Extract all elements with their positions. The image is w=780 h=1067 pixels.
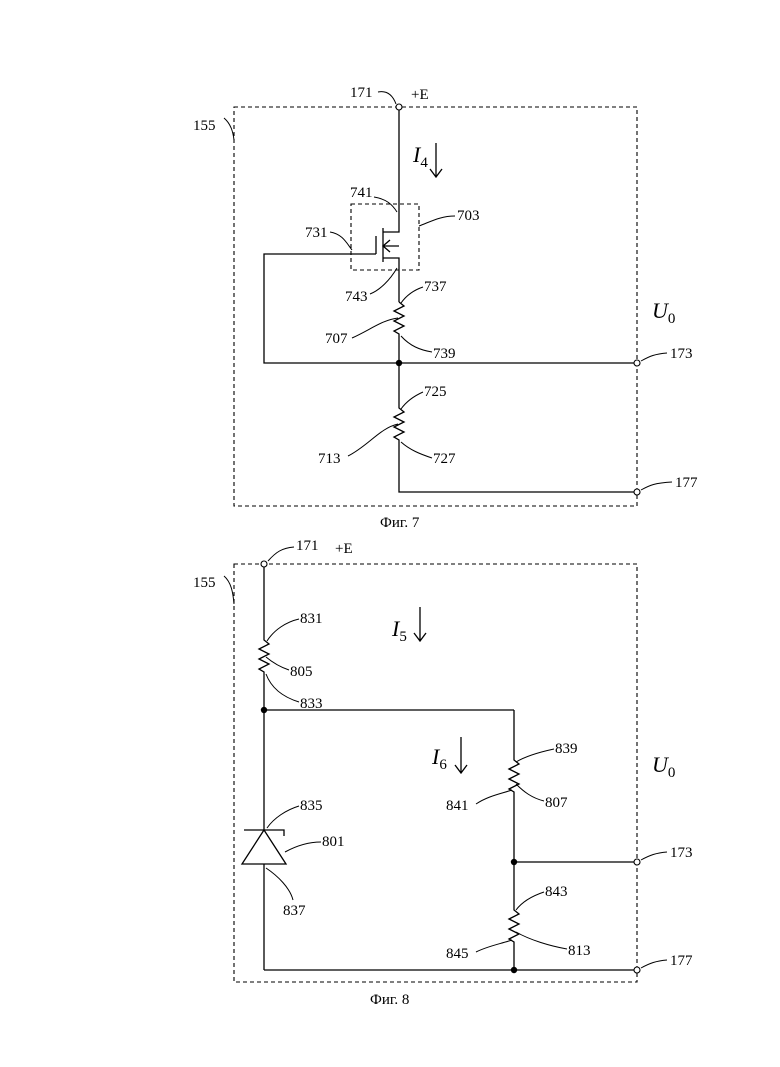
label-741: 741 — [350, 185, 373, 201]
label-835: 835 — [300, 798, 323, 814]
label-171: 171 — [350, 85, 373, 101]
label-155: 155 — [193, 118, 216, 134]
label-155: 155 — [193, 575, 216, 591]
terminal-171 — [396, 104, 402, 110]
voltage-u0-symbol: U0 — [652, 298, 675, 327]
label-173: 173 — [670, 845, 693, 861]
leader-731 — [330, 232, 352, 250]
leader-841 — [476, 790, 512, 804]
label-703: 703 — [457, 208, 480, 224]
caption-fig-7: Фиг. 7 — [380, 515, 420, 531]
leader-177 — [641, 960, 667, 968]
label-725: 725 — [424, 384, 447, 400]
leader-737 — [401, 287, 423, 303]
label-839: 839 — [555, 741, 578, 757]
leader-807 — [516, 784, 544, 801]
figure-8: 155 171 +E I5 831 805 833 I6 839 841 807 — [193, 538, 693, 1008]
leader-839 — [516, 749, 554, 762]
leader-725 — [401, 392, 423, 409]
leader-843 — [516, 892, 544, 910]
terminal-177 — [634, 489, 640, 495]
figure-7: 155 171 +E I4 741 703 731 743 737 707 — [193, 85, 698, 531]
leader-173 — [641, 353, 667, 361]
label-plus-e: +E — [335, 541, 353, 557]
leader-171 — [268, 547, 294, 561]
terminal-173 — [634, 859, 640, 865]
resistor-707 — [394, 302, 404, 363]
leader-831 — [267, 619, 299, 641]
label-177: 177 — [675, 475, 698, 491]
resistor-805 — [259, 567, 269, 710]
wire-source-743 — [383, 258, 399, 302]
label-173: 173 — [670, 346, 693, 362]
terminal-177 — [634, 967, 640, 973]
label-801: 801 — [322, 834, 345, 850]
label-727: 727 — [433, 451, 456, 467]
label-743: 743 — [345, 289, 368, 305]
current-i4-symbol: I4 — [412, 142, 428, 171]
label-plus-e: +E — [411, 87, 429, 103]
voltage-u0-symbol: U0 — [652, 752, 675, 781]
resistor-713 — [394, 363, 634, 492]
leader-837 — [266, 868, 293, 900]
wire-drain-741 — [383, 110, 399, 232]
label-737: 737 — [424, 279, 447, 295]
resistor-813 — [509, 862, 519, 970]
label-845: 845 — [446, 946, 469, 962]
label-805: 805 — [290, 664, 313, 680]
label-171: 171 — [296, 538, 319, 554]
leader-703 — [419, 216, 455, 226]
leader-801 — [285, 842, 321, 852]
current-i6-symbol: I6 — [431, 744, 447, 773]
transistor-703-boundary — [351, 204, 419, 270]
leader-743 — [370, 268, 397, 294]
caption-fig-8: Фиг. 8 — [370, 992, 409, 1008]
terminal-171 — [261, 561, 267, 567]
leader-835 — [267, 806, 299, 828]
current-i6-arrow — [455, 737, 467, 773]
leader-171 — [378, 92, 396, 104]
leader-813 — [516, 932, 567, 949]
label-843: 843 — [545, 884, 568, 900]
label-841: 841 — [446, 798, 469, 814]
leader-727 — [401, 442, 432, 458]
label-713: 713 — [318, 451, 341, 467]
leader-707 — [352, 318, 398, 338]
transistor-body-arrow — [383, 240, 399, 252]
label-731: 731 — [305, 225, 328, 241]
leader-177 — [641, 482, 672, 490]
block-155-boundary — [234, 564, 637, 982]
label-831: 831 — [300, 611, 323, 627]
current-i5-arrow — [414, 607, 426, 641]
label-813: 813 — [568, 943, 591, 959]
current-i4-arrow — [430, 143, 442, 177]
label-807: 807 — [545, 795, 568, 811]
label-177: 177 — [670, 953, 693, 969]
leader-845 — [476, 940, 512, 952]
leader-173 — [641, 852, 667, 860]
label-837: 837 — [283, 903, 306, 919]
leader-155 — [224, 118, 234, 140]
current-i5-symbol: I5 — [391, 616, 407, 645]
label-707: 707 — [325, 331, 348, 347]
node-845 — [511, 967, 517, 973]
leader-713 — [348, 424, 398, 456]
terminal-173 — [634, 360, 640, 366]
label-739: 739 — [433, 346, 456, 362]
leader-739 — [401, 336, 432, 352]
zener-diode-801 — [242, 830, 286, 864]
leader-155 — [224, 576, 234, 604]
